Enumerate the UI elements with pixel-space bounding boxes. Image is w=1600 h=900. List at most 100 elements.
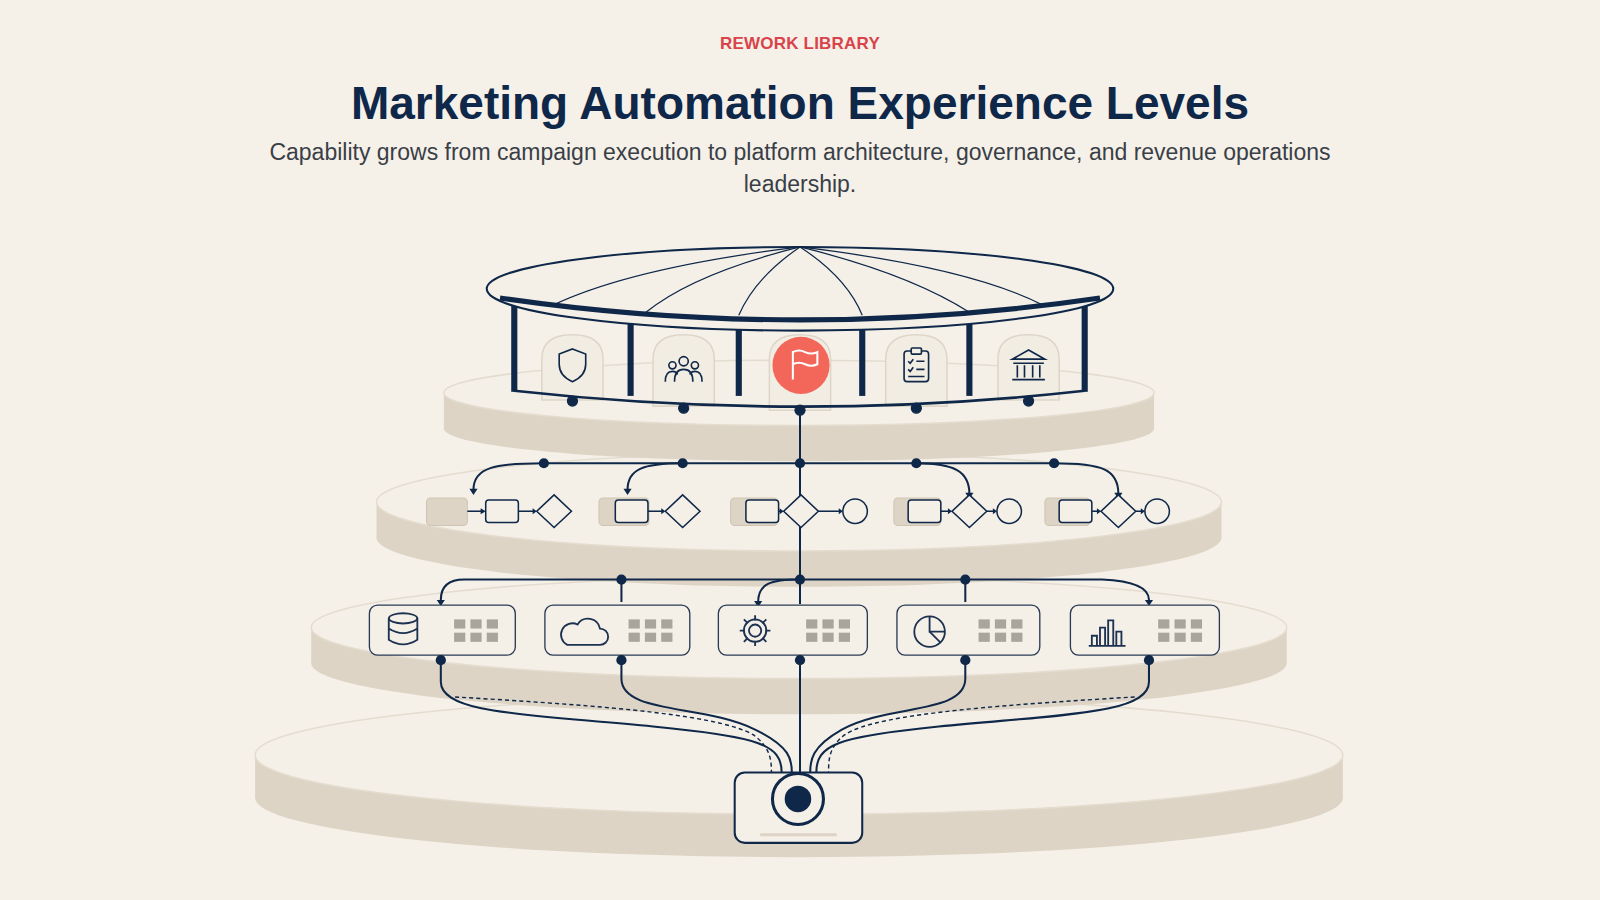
rotunda-part bbox=[487, 247, 1114, 331]
data-hub-part bbox=[760, 833, 837, 836]
governance-icons-part bbox=[1012, 350, 1045, 380]
roof-ribs-part bbox=[739, 247, 800, 315]
platform-cards-part bbox=[369, 605, 515, 655]
platform-cards-part bbox=[806, 619, 817, 628]
page-title: Marketing Automation Experience Levels bbox=[351, 76, 1249, 130]
platform-cards-part bbox=[661, 619, 672, 628]
governance-icons-part bbox=[772, 337, 829, 394]
workflow-shapes-part bbox=[784, 495, 819, 528]
data-wires-part bbox=[810, 660, 965, 772]
governance-icons-part bbox=[674, 369, 692, 381]
roof-ribs bbox=[553, 247, 1043, 315]
roof-ribs-part bbox=[800, 247, 1043, 305]
data-wires-part-part bbox=[829, 697, 1135, 773]
kicker-label: REWORK LIBRARY bbox=[0, 0, 1600, 54]
workflow-bus-part bbox=[469, 458, 1122, 499]
workflow-shapes-part bbox=[746, 500, 779, 522]
platform-icons-part bbox=[389, 618, 418, 644]
roof-ribs-part bbox=[800, 247, 969, 312]
workflow-shapes-part bbox=[908, 500, 941, 522]
workflow-shapes-part bbox=[648, 510, 662, 512]
platform-icons bbox=[389, 613, 1126, 647]
platform-cards-part bbox=[1174, 619, 1185, 628]
data-hub-part bbox=[772, 773, 823, 824]
platform-icons-part bbox=[740, 615, 771, 646]
platform-cards-part bbox=[1191, 619, 1202, 628]
workflow-shapes-part bbox=[481, 508, 486, 514]
workflow-bus-part-part bbox=[911, 458, 921, 468]
data-wires-part-part bbox=[616, 655, 626, 665]
workflow-shapes-part bbox=[1145, 499, 1169, 523]
workflow-bus bbox=[469, 458, 1122, 499]
platform-cards-part bbox=[1070, 605, 1219, 655]
roof-ribs-part bbox=[553, 247, 800, 305]
governance-icons-part bbox=[908, 359, 924, 376]
platform-icons-part bbox=[389, 613, 418, 623]
platform-cards-part bbox=[822, 619, 833, 628]
workflow-shapes-part bbox=[1059, 500, 1092, 522]
workflow-shapes-part bbox=[818, 510, 839, 512]
platform-cards bbox=[369, 605, 1219, 655]
workflow-shapes-part bbox=[941, 510, 949, 512]
platform-cards-part bbox=[1174, 633, 1185, 642]
niches-part bbox=[769, 335, 830, 411]
platform-bus-part bbox=[441, 580, 1149, 600]
governance-connectors-part bbox=[799, 410, 801, 498]
platform-cards-part bbox=[645, 633, 656, 642]
workflow-shapes-part bbox=[599, 498, 649, 526]
platform-cards-part bbox=[454, 619, 465, 628]
data-wires-part bbox=[799, 660, 801, 772]
workflow-bus-part-part bbox=[678, 458, 688, 468]
data-wires-part bbox=[816, 660, 1149, 772]
platform-cards-part bbox=[839, 633, 850, 642]
platform-bus-part bbox=[437, 574, 1153, 607]
platform-icons-part bbox=[749, 624, 761, 636]
data-wires-part-part bbox=[455, 697, 771, 773]
platform-icons-part bbox=[930, 616, 945, 631]
governance-connectors-part bbox=[911, 403, 921, 413]
roof-ribs-part bbox=[646, 247, 800, 312]
workflow-bus-part bbox=[916, 463, 969, 494]
governance-connectors-part bbox=[567, 396, 577, 406]
platform-cards-part bbox=[1191, 633, 1202, 642]
workflow-shapes bbox=[427, 495, 1170, 528]
platform-icons-part bbox=[914, 616, 945, 647]
workflow-bus-part-part bbox=[469, 489, 477, 495]
platform-cards-part bbox=[718, 605, 867, 655]
platform-cards-part bbox=[629, 619, 640, 628]
governance-icons-part bbox=[904, 351, 928, 382]
workflow-bus-part-part bbox=[1049, 458, 1059, 468]
niches bbox=[542, 335, 1059, 411]
workflow-bus-part bbox=[473, 463, 543, 490]
platform-cards-part bbox=[545, 605, 690, 655]
platform-cards-part bbox=[979, 633, 990, 642]
page-caption: Capability grows from campaign execution… bbox=[255, 136, 1345, 200]
platform-cards-part bbox=[1011, 619, 1022, 628]
platform-cards-part bbox=[1158, 633, 1169, 642]
pillars-part bbox=[511, 302, 517, 392]
platform-bus-part bbox=[758, 580, 800, 602]
platform-cards-part bbox=[661, 633, 672, 642]
platform-cards-part bbox=[454, 633, 465, 642]
data-wires-part bbox=[441, 660, 782, 772]
platform-bus-part-part bbox=[960, 574, 970, 584]
workflow-shapes-part bbox=[843, 499, 867, 523]
platform-cards-part bbox=[487, 619, 498, 628]
data-wires-part-part bbox=[960, 655, 970, 665]
workflow-shapes-part bbox=[952, 495, 987, 528]
workflow-bus-part bbox=[1054, 463, 1118, 494]
platform-cards-part bbox=[470, 633, 481, 642]
data-hub-part bbox=[785, 786, 812, 813]
platform-cards-part bbox=[897, 605, 1040, 655]
data-wires-part-part bbox=[436, 655, 446, 665]
niches-part bbox=[886, 335, 947, 406]
workflow-shapes-part bbox=[537, 495, 572, 528]
platform-icons-part bbox=[930, 632, 941, 643]
governance-icons-part bbox=[559, 349, 586, 382]
platform-bus bbox=[437, 574, 1153, 607]
platform-cards-part bbox=[995, 619, 1006, 628]
data-wires-part-part bbox=[1144, 655, 1154, 665]
data-wires bbox=[436, 655, 1154, 772]
workflow-shapes-part bbox=[486, 500, 519, 522]
governance-connectors-part bbox=[679, 403, 689, 413]
